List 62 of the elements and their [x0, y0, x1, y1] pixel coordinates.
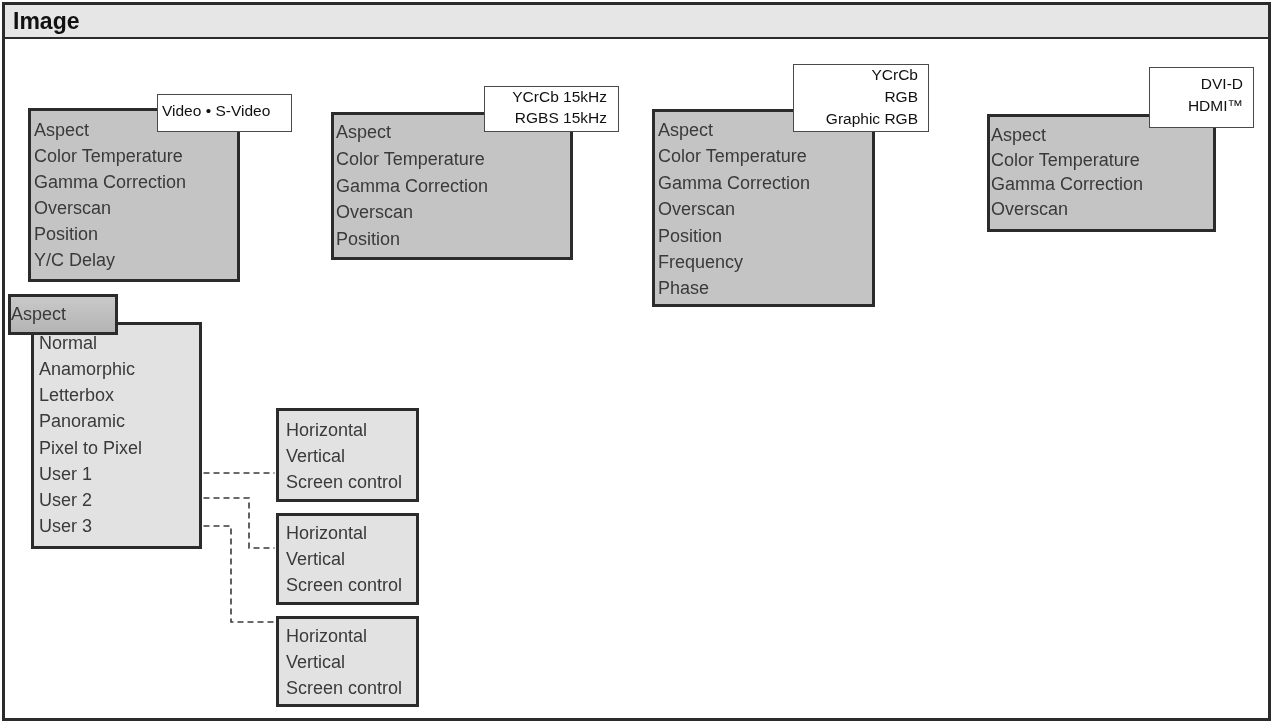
menu-item: Position: [34, 224, 99, 244]
menu-item: Position: [658, 225, 723, 246]
menu-item: Gamma Correction: [658, 172, 811, 193]
submenu-panel: [276, 408, 419, 502]
menu-item: Aspect: [991, 125, 1047, 145]
menu-item: Overscan: [34, 198, 112, 218]
source-label: YCrCb: [871, 65, 918, 85]
menu-item: Horizontal: [286, 523, 368, 543]
menu-tab: [8, 294, 118, 335]
tab-label: Aspect: [11, 304, 67, 324]
menu-item: Overscan: [658, 199, 736, 220]
menu-item: User 1: [39, 463, 92, 484]
source-label: RGBS 15kHz: [514, 108, 607, 128]
menu-item: Normal: [39, 333, 97, 353]
menu-item: Vertical: [286, 446, 346, 466]
menu-item: Anamorphic: [39, 359, 136, 380]
menu-item: Pixel to Pixel: [39, 437, 143, 458]
menu-item: Overscan: [991, 198, 1069, 219]
menu-item: Gamma Correction: [34, 172, 187, 192]
menu-item: Position: [336, 229, 401, 250]
menu-item: Panoramic: [39, 411, 126, 432]
dashed-connector: [202, 525, 276, 623]
menu-item: Gamma Correction: [336, 175, 489, 196]
menu-item: Horizontal: [286, 626, 368, 646]
menu-item: Color Temperature: [991, 149, 1140, 170]
source-label: YCrCb 15kHz: [512, 87, 607, 107]
diagram-title: Image: [13, 8, 80, 34]
menu-item: Letterbox: [39, 385, 115, 406]
menu-item: Screen control: [286, 678, 403, 698]
menu-item: Y/C Delay: [34, 250, 116, 270]
source-tab: [157, 94, 292, 132]
menu-item: Overscan: [336, 202, 414, 223]
submenu-panel: [276, 616, 419, 707]
source-label: Video • S-Video: [162, 101, 271, 121]
source-tab: [793, 64, 929, 132]
menu-item: Color Temperature: [34, 146, 183, 166]
menu-item: Vertical: [286, 549, 346, 569]
menu-item: Screen control: [286, 575, 403, 595]
source-tab: [484, 86, 619, 132]
menu-item: Vertical: [286, 652, 346, 672]
source-label: Graphic RGB: [825, 109, 918, 129]
menu-item: Screen control: [286, 472, 403, 492]
menu-item: Aspect: [336, 122, 392, 142]
menu-item: Aspect: [34, 120, 90, 140]
submenu-panel: [31, 322, 202, 549]
source-label: DVI-D: [1200, 74, 1243, 94]
dashed-connector: [202, 472, 276, 474]
menu-item: Frequency: [658, 251, 744, 272]
submenu-panel: [276, 513, 419, 605]
source-label: RGB: [884, 87, 918, 107]
source-label: HDMI™: [1187, 96, 1243, 116]
menu-panel: [987, 114, 1216, 232]
dashed-connector: [202, 497, 276, 549]
menu-item: User 2: [39, 489, 92, 510]
source-tab: [1149, 67, 1254, 128]
menu-item: Gamma Correction: [991, 174, 1144, 195]
menu-item: Aspect: [658, 120, 714, 140]
menu-item: Color Temperature: [336, 148, 485, 169]
menu-item: User 3: [39, 516, 92, 536]
menu-item: Horizontal: [286, 420, 368, 440]
menu-item: Phase: [658, 278, 710, 299]
menu-item: Color Temperature: [658, 146, 807, 167]
